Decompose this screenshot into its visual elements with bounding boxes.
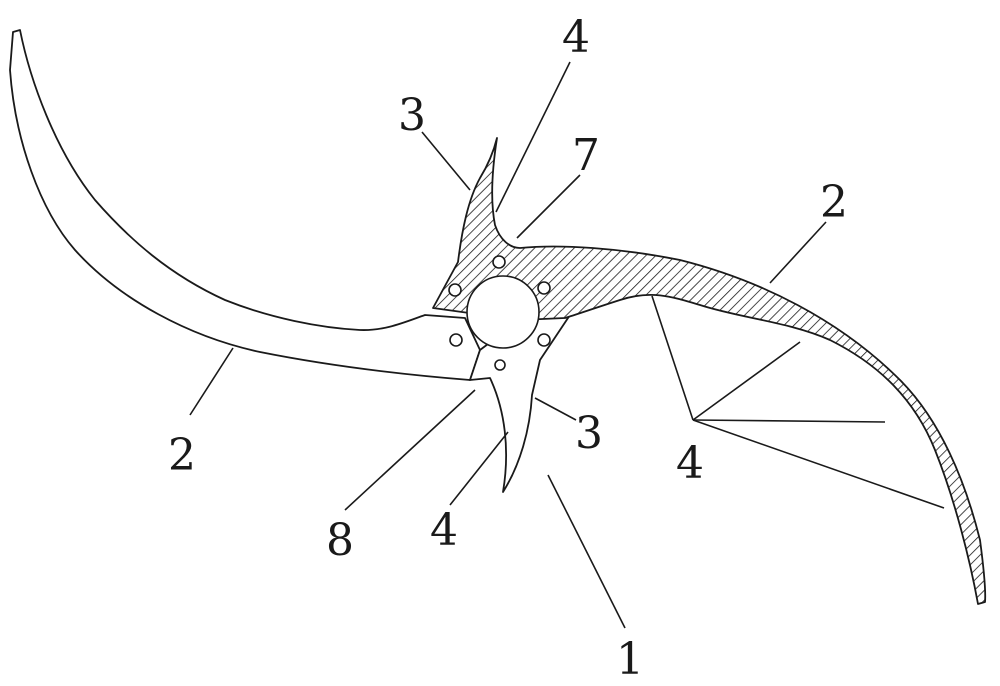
label-lower-3: 3	[575, 408, 603, 459]
label-top-3: 3	[398, 90, 426, 141]
label-right-4: 4	[676, 438, 704, 489]
leader-line-top-7	[516, 174, 581, 239]
leader-line-right-4-c	[692, 419, 886, 423]
bolt-hole	[448, 283, 462, 297]
leader-line-bottom-1	[547, 474, 626, 629]
leader-line-left-2	[189, 347, 234, 416]
bolt-hole	[449, 333, 463, 347]
bolt-hole	[492, 255, 506, 269]
leader-line-right-4-b	[692, 341, 801, 421]
hub-center-bore	[466, 275, 540, 349]
bolt-hole	[537, 281, 551, 295]
lower-claw	[469, 314, 571, 493]
leader-line-bottom-4	[449, 431, 509, 506]
label-bottom-4: 4	[430, 505, 458, 556]
leader-line-right-2	[769, 221, 827, 284]
leader-line-right-4-a	[651, 295, 694, 421]
label-left-2: 2	[168, 430, 196, 481]
bolt-hole	[494, 359, 506, 371]
leader-line-right-4-d	[692, 419, 945, 509]
label-top-4: 4	[562, 12, 590, 63]
leader-line-top-4	[495, 61, 571, 213]
leader-line-top-3	[421, 131, 471, 191]
label-top-7: 7	[572, 130, 600, 181]
left-blade	[9, 29, 481, 381]
label-right-2: 2	[820, 177, 848, 228]
label-bottom-1: 1	[616, 634, 644, 685]
right-blade-hatched	[432, 137, 987, 605]
leader-line-bottom-8	[344, 389, 476, 511]
label-bottom-8: 8	[326, 515, 354, 566]
bolt-hole	[537, 333, 551, 347]
leader-line-lower-3	[534, 397, 577, 421]
